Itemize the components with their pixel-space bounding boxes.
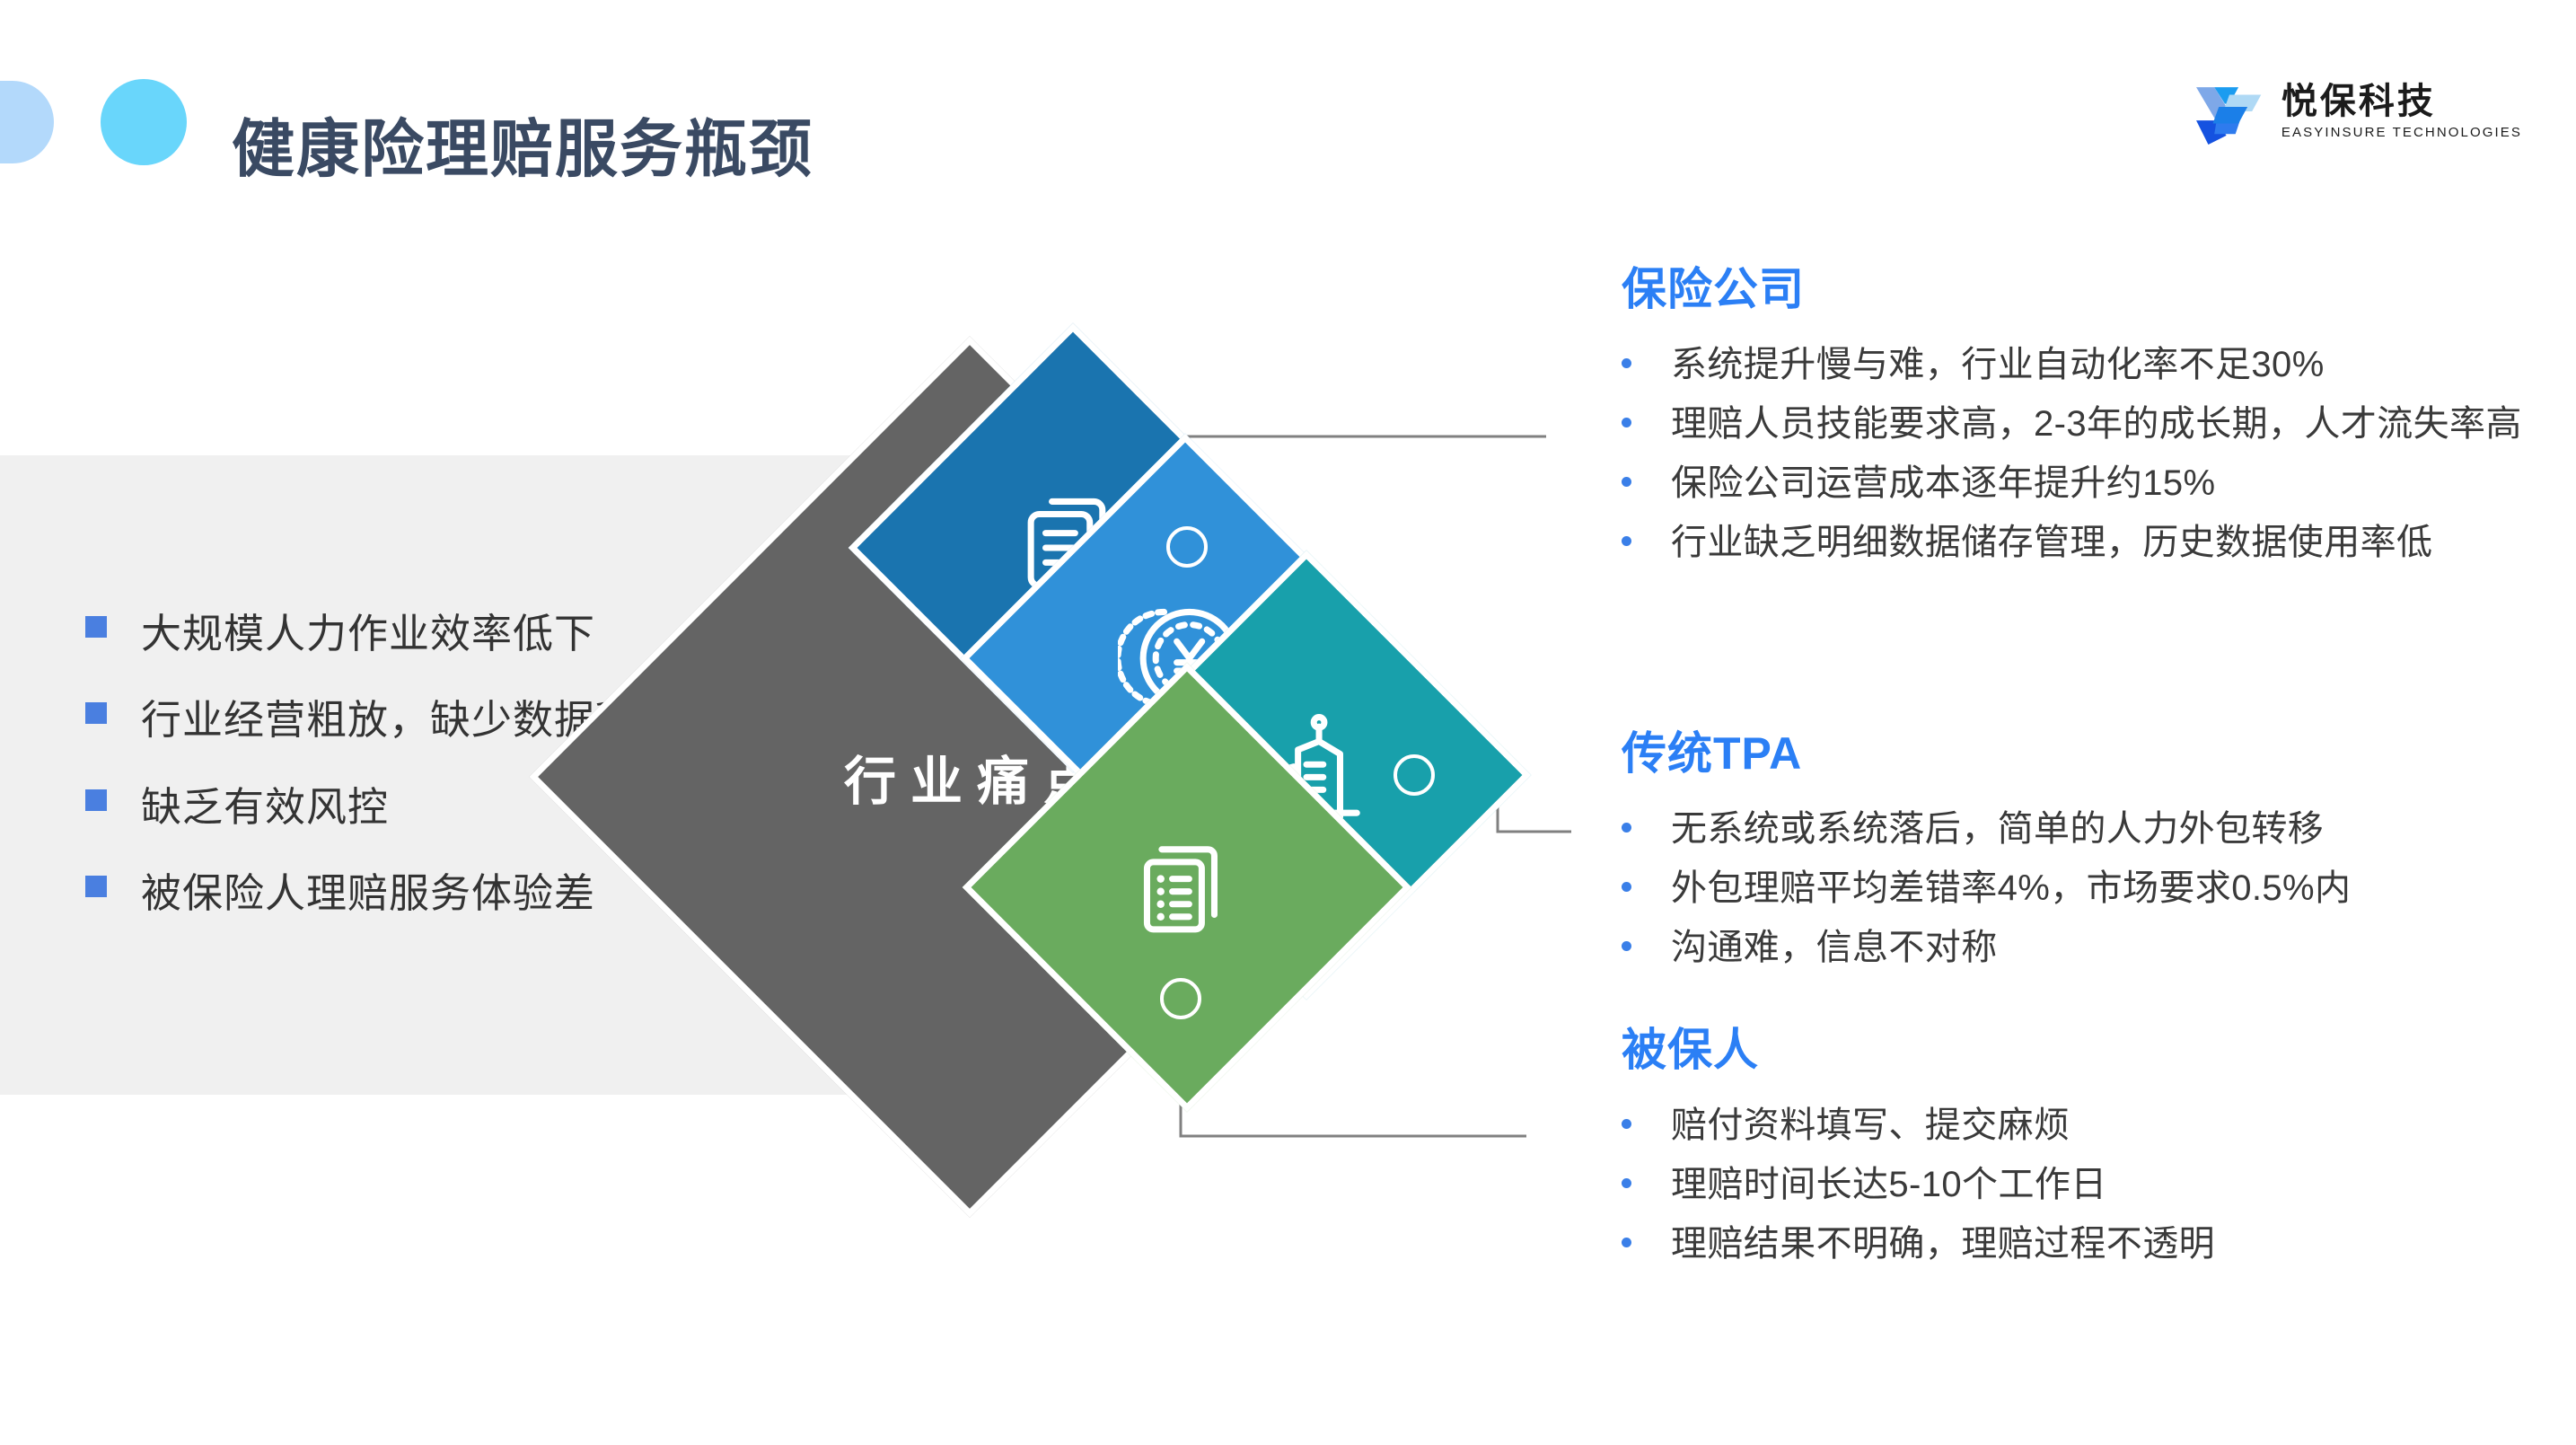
decorative-circle-shape (101, 79, 187, 165)
square-bullet-icon (85, 702, 107, 725)
round-bullet-icon (1622, 1178, 1631, 1188)
section-title: 被保人 (1622, 1025, 1759, 1075)
logo-name-cn: 悦保科技 (2281, 82, 2436, 122)
list-item-label: 理赔结果不明确，理赔过程不透明 (1671, 1224, 2215, 1264)
list-item-label: 被保险人理赔服务体验差 (141, 870, 596, 917)
section-title: 保险公司 (1622, 264, 1805, 314)
section-bullet-list: 无系统或系统落后，简单的人力外包转移 外包理赔平均差错率4%，市场要求0.5%内… (1622, 802, 2528, 974)
list-item: 大规模人力作业效率低下 (85, 604, 840, 665)
section-insurance-company: 保险公司 系统提升慢与难，行业自动化率不足30% 理赔人员技能要求高，2-3年的… (1622, 265, 2528, 575)
section-traditional-tpa: 传统TPA 无系统或系统落后，简单的人力外包转移 外包理赔平均差错率4%，市场要… (1622, 729, 2528, 980)
section-title: 传统TPA (1622, 728, 1803, 779)
list-item: 外包理赔平均差错率4%，市场要求0.5%内 (1622, 861, 2528, 915)
list-item: 行业缺乏明细数据储存管理，历史数据使用率低 (1622, 515, 2528, 569)
list-item: 无系统或系统落后，简单的人力外包转移 (1622, 802, 2528, 856)
round-bullet-icon (1622, 882, 1631, 892)
square-bullet-icon (85, 616, 107, 638)
section-insured-person: 被保人 赔付资料填写、提交麻烦 理赔时间长达5-10个工作日 理赔结果不明确，理… (1622, 1026, 2528, 1276)
section-bullet-list: 系统提升慢与难，行业自动化率不足30% 理赔人员技能要求高，2-3年的成长期，人… (1622, 338, 2528, 569)
list-item: 赔付资料填写、提交麻烦 (1622, 1098, 2528, 1152)
list-item-label: 大规模人力作业效率低下 (141, 611, 596, 656)
connector-dot-insurance-company (1166, 526, 1208, 568)
round-bullet-icon (1622, 1238, 1631, 1247)
section-bullet-list: 赔付资料填写、提交麻烦 理赔时间长达5-10个工作日 理赔结果不明确，理赔过程不… (1622, 1098, 2528, 1271)
list-item: 理赔人员技能要求高，2-3年的成长期，人才流失率高 (1622, 397, 2528, 451)
list-item: 沟通难，信息不对称 (1622, 921, 2528, 974)
logo-mark-icon (2195, 87, 2262, 145)
list-item: 系统提升慢与难，行业自动化率不足30% (1622, 338, 2528, 392)
list-item: 被保险人理赔服务体验差 (85, 863, 840, 924)
list-item-label: 系统提升慢与难，行业自动化率不足30% (1671, 345, 2325, 384)
round-bullet-icon (1622, 536, 1631, 546)
round-bullet-icon (1622, 418, 1631, 427)
connector-dot-insured-person (1160, 978, 1201, 1019)
list-item-label: 无系统或系统落后，简单的人力外包转移 (1671, 809, 2325, 849)
round-bullet-icon (1622, 477, 1631, 487)
list-item-label: 理赔时间长达5-10个工作日 (1671, 1165, 2107, 1204)
list-item: 保险公司运营成本逐年提升约15% (1622, 456, 2528, 510)
round-bullet-icon (1622, 941, 1631, 951)
list-item-label: 缺乏有效风控 (141, 783, 390, 830)
list-item: 理赔时间长达5-10个工作日 (1622, 1158, 2528, 1212)
list-item-label: 赔付资料填写、提交麻烦 (1671, 1106, 2070, 1145)
square-bullet-icon (85, 789, 107, 811)
decorative-pill-shape (0, 81, 54, 163)
round-bullet-icon (1622, 1119, 1631, 1129)
page-title: 健康险理赔服务瓶颈 (232, 113, 813, 184)
company-logo: 悦保科技 EASYINSURE TECHNOLOGIES (2192, 74, 2522, 149)
list-item-label: 行业缺乏明细数据储存管理，历史数据使用率低 (1671, 523, 2433, 562)
list-item-label: 外包理赔平均差错率4%，市场要求0.5%内 (1671, 868, 2352, 908)
round-bullet-icon (1622, 358, 1631, 368)
list-item-label: 沟通难，信息不对称 (1671, 928, 1998, 967)
checklist-docs-icon (1143, 846, 1218, 933)
list-item-label: 保险公司运营成本逐年提升约15% (1671, 463, 2216, 503)
list-item: 理赔结果不明确，理赔过程不透明 (1622, 1217, 2528, 1271)
list-item-label: 理赔人员技能要求高，2-3年的成长期，人才流失率高 (1671, 404, 2522, 444)
logo-name-en: EASYINSURE TECHNOLOGIES (2281, 125, 2522, 141)
round-bullet-icon (1622, 823, 1631, 833)
diamond-node-insured-person[interactable] (962, 662, 1412, 1113)
square-bullet-icon (85, 876, 107, 898)
list-item: 缺乏有效风控 (85, 777, 840, 838)
connector-dot-tpa (1394, 754, 1435, 796)
